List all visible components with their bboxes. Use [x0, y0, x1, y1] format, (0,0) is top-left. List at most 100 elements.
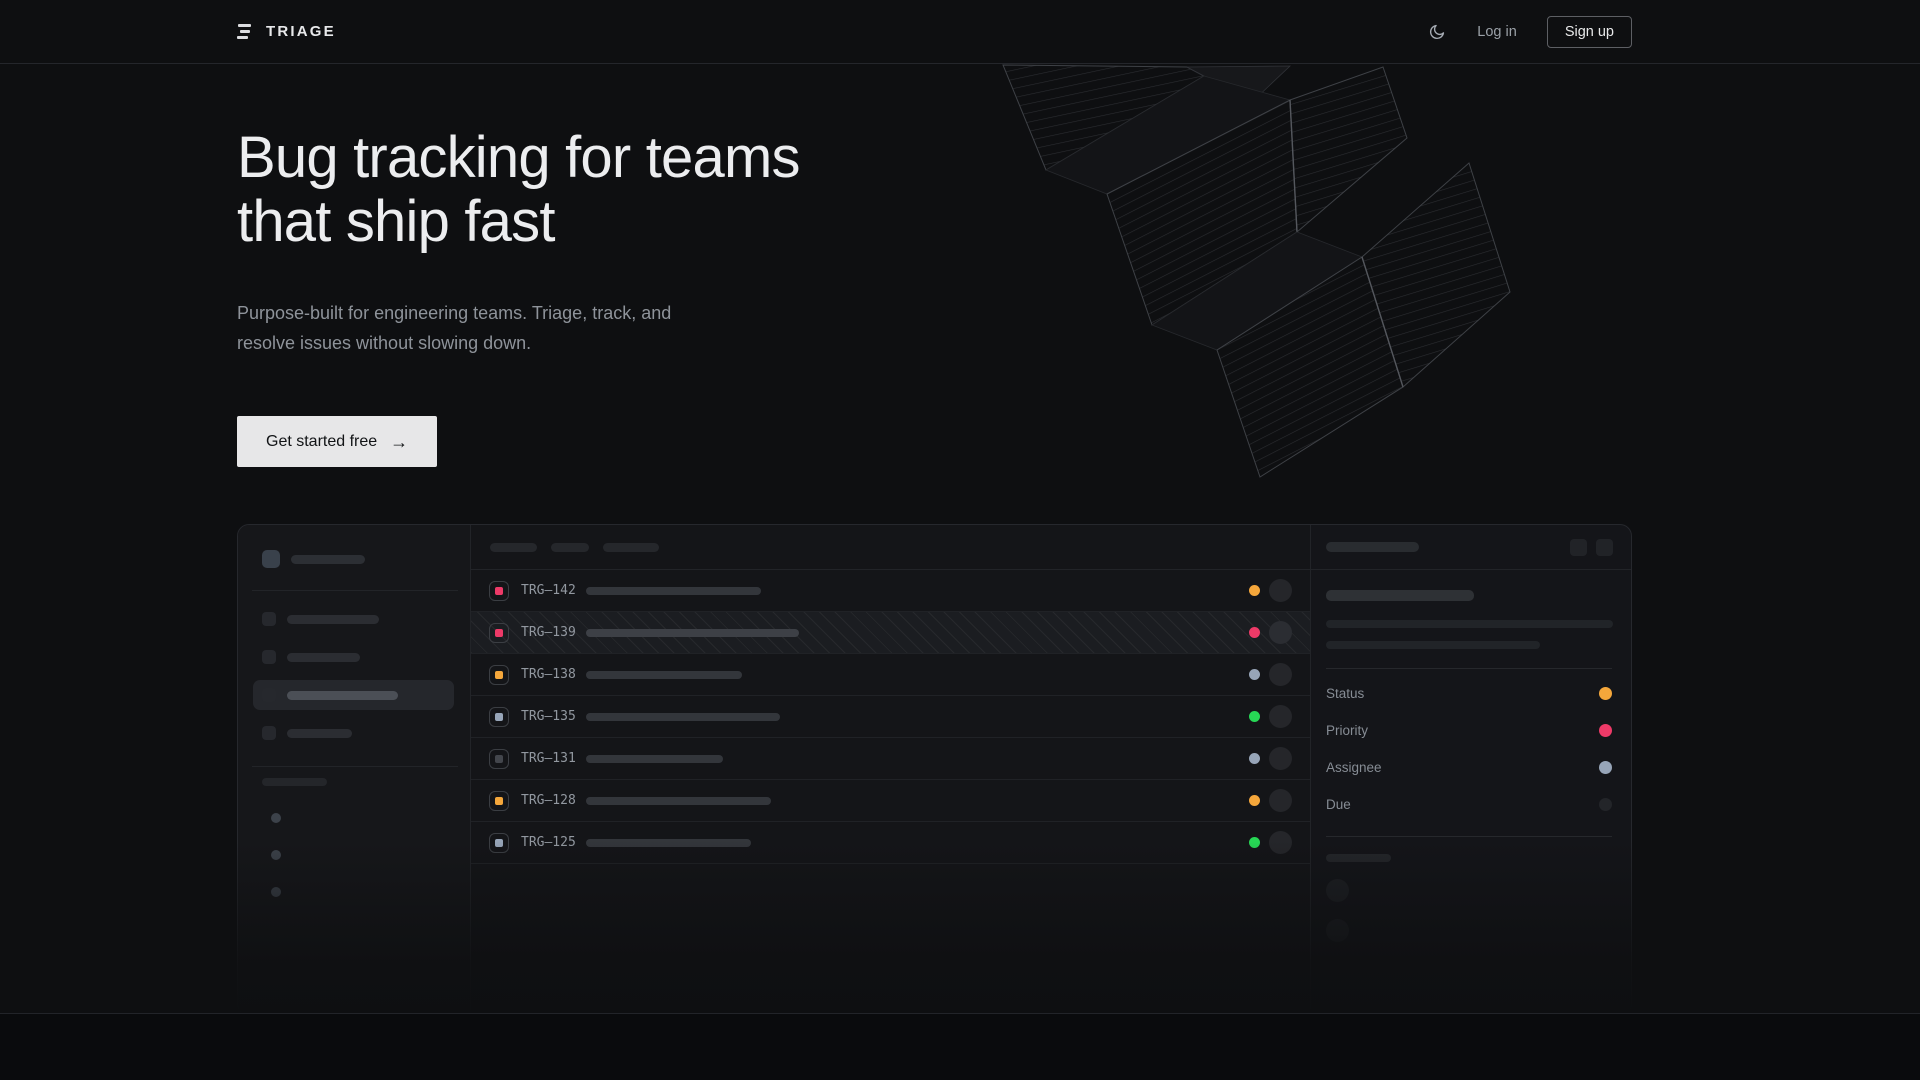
property-row: Due — [1326, 786, 1612, 823]
status-dot — [1249, 669, 1260, 680]
property-label: Status — [1326, 686, 1365, 701]
brand-name: TRIAGE — [266, 23, 336, 40]
avatar — [1269, 789, 1292, 812]
skeleton-bar — [1326, 641, 1540, 649]
issue-type-icon — [489, 580, 509, 601]
skeleton-bar — [1326, 854, 1391, 862]
sidebar-dot — [271, 813, 281, 823]
issue-type-icon — [489, 832, 509, 853]
sidebar-nav-item-active — [253, 680, 454, 710]
divider — [252, 590, 458, 591]
issue-id: TRG–138 — [521, 667, 576, 682]
skeleton-bar — [262, 778, 327, 786]
details-panel: Status Priority Assignee Due — [1310, 525, 1631, 1015]
skeleton-bar — [586, 628, 799, 637]
status-dot — [1249, 795, 1260, 806]
issue-row: TRG–135 — [471, 696, 1310, 738]
skeleton-bar — [287, 690, 398, 700]
property-dot — [1599, 798, 1612, 811]
get-started-label: Get started free — [266, 432, 378, 450]
avatar — [1269, 705, 1292, 728]
panel-action-icon — [1570, 538, 1587, 556]
divider — [252, 766, 458, 767]
skeleton-bar — [287, 614, 379, 624]
hero-title: Bug tracking for teams that ship fast — [237, 126, 800, 254]
details-panel-header — [1311, 525, 1631, 570]
status-dot — [1249, 711, 1260, 722]
skeleton-pill — [603, 542, 659, 552]
skeleton-bar — [586, 796, 771, 805]
divider — [1326, 836, 1612, 837]
sidebar-nav-item — [253, 718, 454, 748]
skeleton-bar — [586, 838, 751, 847]
sidebar-nav-item — [253, 604, 454, 634]
avatar — [1326, 879, 1349, 902]
issue-type-icon — [489, 622, 509, 643]
moon-icon — [1430, 24, 1445, 39]
panel-action-icon — [1596, 538, 1613, 556]
status-dot — [1249, 837, 1260, 848]
issue-row: TRG–138 — [471, 654, 1310, 696]
brand-logo[interactable]: TRIAGE — [237, 23, 336, 40]
theme-toggle-button[interactable] — [1427, 22, 1447, 42]
issue-id: TRG–139 — [521, 625, 576, 640]
sidebar-dot — [271, 850, 281, 860]
avatar — [1269, 831, 1292, 854]
sidebar-nav-item — [253, 642, 454, 672]
skeleton-pill — [551, 542, 589, 552]
hero-title-line2: that ship fast — [237, 189, 555, 254]
footer-strip — [0, 1013, 1920, 1080]
nav-item-icon — [262, 612, 276, 626]
skeleton-bar — [1326, 590, 1474, 601]
get-started-button[interactable]: Get started free → — [237, 416, 438, 467]
property-row: Status — [1326, 675, 1612, 712]
skeleton-pill — [490, 542, 537, 552]
avatar — [1269, 663, 1292, 686]
issue-type-icon — [489, 706, 509, 727]
signup-button[interactable]: Sign up — [1546, 15, 1632, 48]
triage-logo-icon — [237, 24, 253, 39]
issue-row: TRG–131 — [471, 738, 1310, 780]
issue-type-icon — [489, 664, 509, 685]
login-link[interactable]: Log in — [1477, 23, 1517, 40]
property-label: Due — [1326, 797, 1351, 812]
arrow-right-icon: → — [390, 431, 409, 452]
issue-id: TRG–131 — [521, 751, 576, 766]
property-dot — [1599, 687, 1612, 700]
issue-id: TRG–125 — [521, 835, 576, 850]
issue-list: TRG–142 TRG–139 TRG–138 TRG–135 TRG–131 — [471, 570, 1310, 864]
avatar — [1269, 621, 1292, 644]
skeleton-bar — [586, 754, 723, 763]
top-nav: TRIAGE Log in Sign up — [0, 0, 1920, 64]
issue-row: TRG–142 — [471, 570, 1310, 612]
property-dot — [1599, 724, 1612, 737]
issue-list-header — [471, 525, 1310, 570]
status-dot — [1249, 753, 1260, 764]
divider — [1326, 668, 1612, 669]
skeleton-bar — [291, 554, 365, 564]
property-label: Priority — [1326, 723, 1369, 738]
status-dot — [1249, 627, 1260, 638]
issue-id: TRG–142 — [521, 583, 576, 598]
issue-row: TRG–139 — [471, 612, 1310, 654]
app-preview-window: TRG–142 TRG–139 TRG–138 TRG–135 TRG–131 — [237, 524, 1632, 1016]
avatar — [1269, 747, 1292, 770]
issue-list-column: TRG–142 TRG–139 TRG–138 TRG–135 TRG–131 — [471, 525, 1310, 1015]
issue-row: TRG–128 — [471, 780, 1310, 822]
avatar — [1326, 919, 1349, 942]
skeleton-bar — [287, 728, 352, 738]
hero-subtitle: Purpose-built for engineering teams. Tri… — [237, 303, 672, 353]
property-dot — [1599, 761, 1612, 774]
nav-item-icon — [262, 726, 276, 740]
hero-section: Bug tracking for teams that ship fast Pu… — [237, 126, 800, 467]
property-row: Assignee — [1326, 749, 1612, 786]
property-label: Assignee — [1326, 760, 1382, 775]
skeleton-bar — [1326, 542, 1419, 552]
property-row: Priority — [1326, 712, 1612, 749]
issue-id: TRG–135 — [521, 709, 576, 724]
property-list: Status Priority Assignee Due — [1326, 675, 1612, 823]
preview-sidebar — [238, 525, 471, 1015]
status-dot — [1249, 585, 1260, 596]
issue-row: TRG–125 — [471, 822, 1310, 864]
